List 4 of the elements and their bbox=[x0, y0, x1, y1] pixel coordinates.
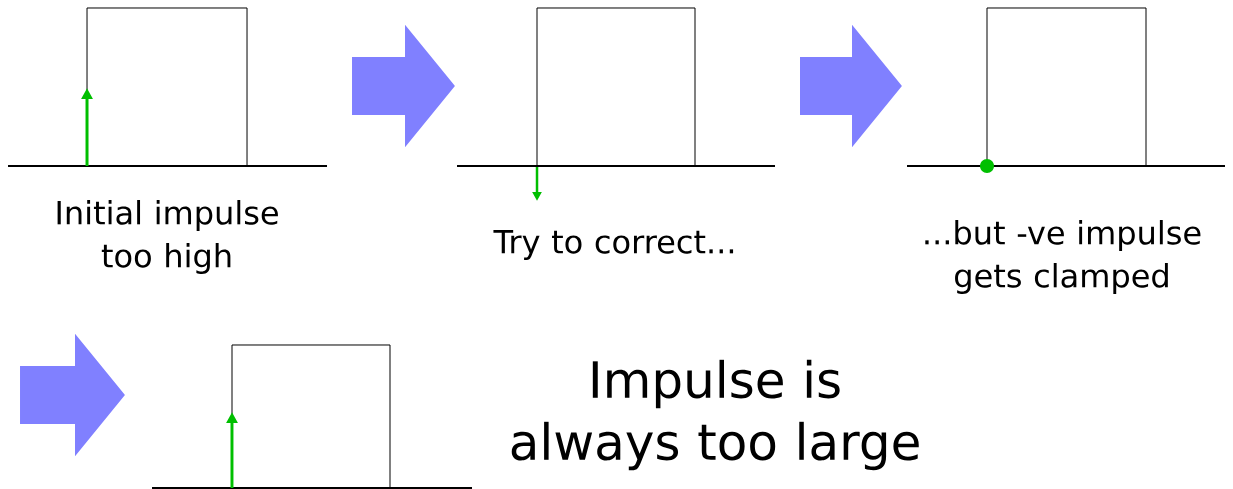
caption: Try to correct... bbox=[493, 230, 734, 260]
caption: ...but -ve impulse gets clamped bbox=[925, 220, 1201, 294]
statement-text: Impulse is always too large bbox=[511, 359, 919, 471]
caption: Initial impulse too high bbox=[57, 200, 278, 274]
